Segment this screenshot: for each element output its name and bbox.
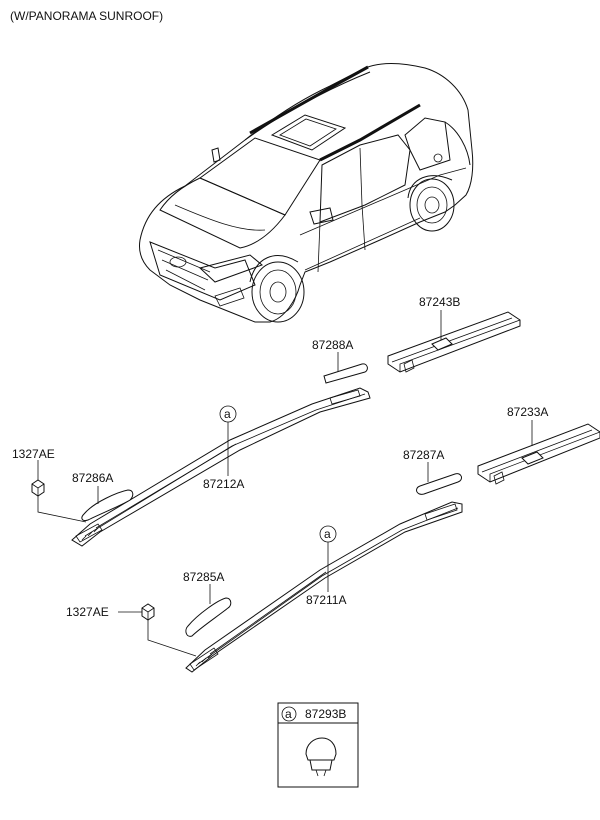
part-87286A-cover	[81, 489, 134, 521]
callout-a-upper-letter: a	[224, 407, 231, 421]
legend-marker-letter: a	[285, 707, 292, 721]
label-87285A: 87285A	[183, 570, 224, 584]
clip-87293B	[305, 737, 337, 777]
part-87287A-cover	[416, 473, 463, 495]
callout-a-lower-letter: a	[324, 527, 331, 541]
legend-part-number: 87293B	[305, 707, 346, 721]
label-87286A: 87286A	[72, 471, 113, 485]
part-87285A-cover	[185, 597, 232, 637]
label-87288A: 87288A	[312, 338, 353, 352]
suv-illustration	[139, 63, 474, 323]
part-1327AE-nut-lower	[141, 603, 155, 621]
label-87211A: 87211A	[306, 593, 346, 607]
part-87211A-roof-rail	[185, 501, 463, 673]
label-87243B: 87243B	[419, 295, 460, 309]
legend-marker-circle	[281, 706, 297, 722]
part-1327AE-nut-upper	[31, 479, 45, 497]
diagram-header: (W/PANORAMA SUNROOF)	[10, 9, 163, 23]
label-87212A: 87212A	[203, 477, 244, 491]
part-87288A-cover	[323, 363, 368, 384]
part-87243B-panel	[387, 311, 521, 373]
part-87212A-roof-rail	[71, 387, 371, 547]
leader-1327AE-upper-b	[37, 496, 87, 523]
label-87287A: 87287A	[403, 448, 444, 462]
label-1327AE-lower: 1327AE	[66, 605, 109, 619]
part-87233A-panel	[477, 423, 600, 485]
label-1327AE-upper: 1327AE	[12, 447, 55, 461]
legend-box-87293B: a 87293B	[277, 702, 359, 788]
leader-1327AE-lower-b	[147, 620, 197, 657]
label-87233A: 87233A	[507, 405, 548, 419]
